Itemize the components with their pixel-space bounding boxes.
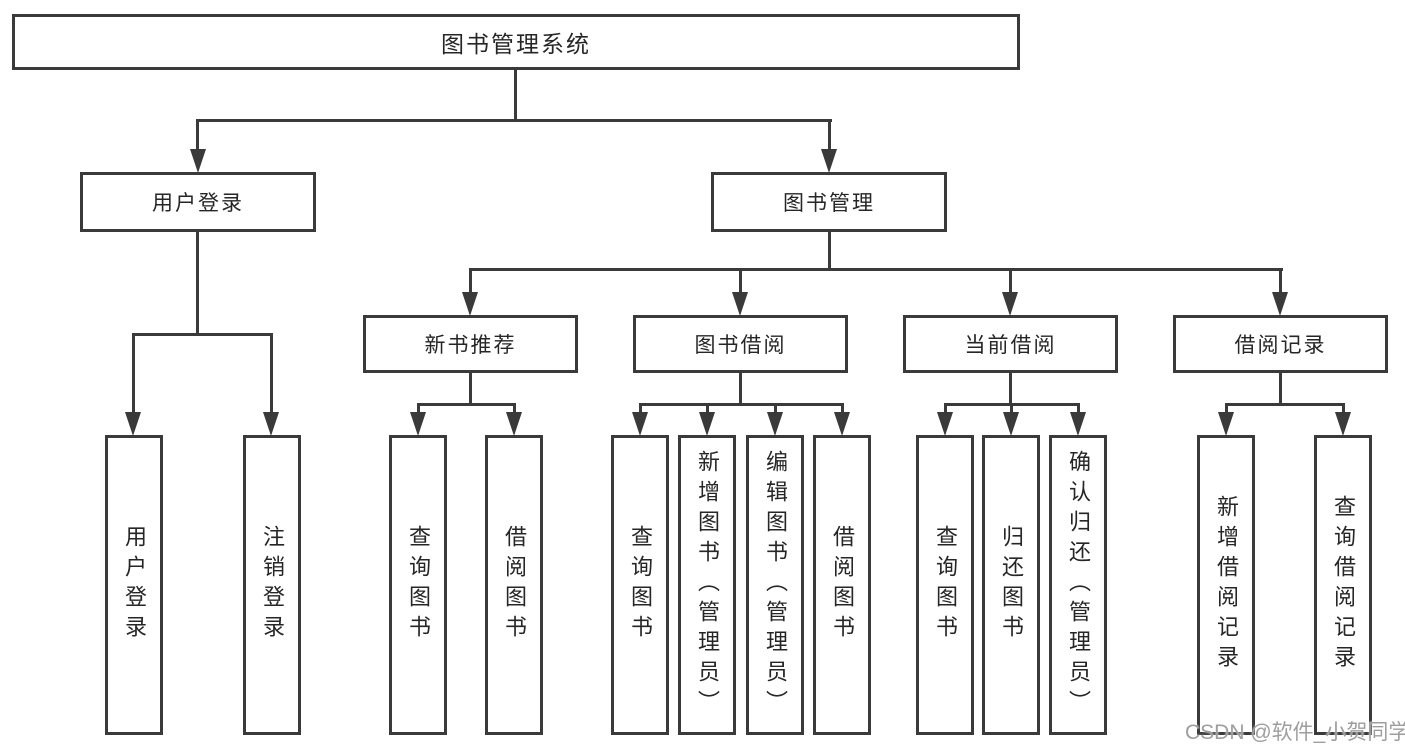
arrow-down-icon (125, 412, 141, 436)
node-user-login: 用户登录 (80, 172, 316, 232)
node-book-management-label: 图书管理 (783, 192, 875, 215)
node-confirm-return-admin: 确认归还（管理员） (1049, 435, 1107, 735)
arrow-down-icon (1218, 412, 1234, 436)
node-book-management: 图书管理 (711, 172, 947, 232)
node-return-books: 归还图书 (982, 435, 1040, 735)
arrow-down-icon (1003, 412, 1019, 436)
connector-stub (514, 70, 517, 122)
node-borrowing-records: 借阅记录 (1173, 315, 1388, 373)
connector-drop (469, 268, 472, 294)
arrow-down-icon (937, 412, 953, 436)
node-library-system: 图书管理系统 (12, 14, 1020, 70)
node-new-book-recommendation: 新书推荐 (363, 315, 578, 373)
node-borrowing-records-label: 借阅记录 (1234, 334, 1327, 357)
arrow-down-icon (462, 292, 478, 316)
node-edit-books-admin-label: 编辑图书（管理员） (763, 450, 788, 720)
connector-bus (1225, 403, 1345, 406)
connector-stub (1009, 373, 1012, 406)
arrow-down-icon (410, 412, 426, 436)
connector-drop (1225, 403, 1228, 415)
node-add-borrow-record-label: 新增借阅记录 (1214, 495, 1239, 675)
connector-drop (944, 403, 947, 415)
connector-stub (828, 232, 831, 271)
node-current-borrowing-label: 当前借阅 (964, 334, 1057, 357)
node-query-borrow-record-label: 查询借阅记录 (1331, 495, 1356, 675)
node-edit-books-admin: 编辑图书（管理员） (746, 435, 804, 735)
connector-stub (739, 373, 742, 406)
node-borrow-books-leaf-label: 借阅图书 (830, 525, 855, 645)
connector-drop (513, 403, 516, 415)
connector-drop (132, 333, 135, 413)
connector-drop (270, 333, 273, 413)
arrow-down-icon (263, 412, 279, 436)
node-borrow-books-recommend-label: 借阅图书 (502, 525, 527, 645)
csdn-watermark: CSDN @软件_小贺同学 (1185, 721, 1405, 744)
node-query-books-recommend-label: 查询图书 (406, 525, 431, 645)
node-query-books-borrowing-label: 查询图书 (628, 525, 653, 645)
node-library-system-label: 图书管理系统 (441, 31, 591, 57)
connector-bus (469, 268, 1283, 271)
connector-drop (639, 403, 642, 415)
node-book-borrowing: 图书借阅 (633, 315, 848, 373)
node-confirm-return-admin-label: 确认归还（管理员） (1066, 450, 1091, 720)
node-add-books-admin: 新增图书（管理员） (678, 435, 736, 735)
connector-bus (196, 119, 832, 122)
arrow-down-icon (732, 292, 748, 316)
connector-drop (196, 119, 199, 152)
arrow-down-icon (821, 149, 837, 173)
connector-bus (639, 403, 844, 406)
arrow-down-icon (1335, 412, 1351, 436)
node-query-books-current: 查询图书 (916, 435, 974, 735)
connector-drop (706, 403, 709, 415)
arrow-down-icon (834, 412, 850, 436)
connector-stub (1279, 373, 1282, 406)
node-logout-leaf: 注销登录 (243, 435, 301, 735)
connector-drop (1010, 403, 1013, 415)
connector-drop (417, 403, 420, 415)
node-user-login-leaf-label: 用户登录 (122, 525, 147, 645)
arrow-down-icon (632, 412, 648, 436)
arrow-down-icon (767, 412, 783, 436)
arrow-down-icon (1002, 292, 1018, 316)
connector-drop (1077, 403, 1080, 415)
node-borrow-books-leaf: 借阅图书 (813, 435, 871, 735)
connector-drop (1342, 403, 1345, 415)
node-user-login-leaf: 用户登录 (105, 435, 163, 735)
node-user-login-label: 用户登录 (152, 192, 244, 215)
arrow-down-icon (190, 149, 206, 173)
connector-drop (841, 403, 844, 415)
node-return-books-label: 归还图书 (999, 525, 1024, 645)
node-add-borrow-record: 新增借阅记录 (1197, 435, 1255, 735)
node-query-books-current-label: 查询图书 (933, 525, 958, 645)
connector-drop (1279, 268, 1282, 294)
arrow-down-icon (1070, 412, 1086, 436)
node-current-borrowing: 当前借阅 (903, 315, 1118, 373)
node-new-book-recommendation-label: 新书推荐 (424, 334, 517, 357)
connector-stub (469, 373, 472, 406)
arrow-down-icon (699, 412, 715, 436)
connector-drop (828, 119, 831, 152)
arrow-down-icon (506, 412, 522, 436)
node-logout-leaf-label: 注销登录 (260, 525, 285, 645)
node-book-borrowing-label: 图书借阅 (694, 334, 787, 357)
node-query-books-recommend: 查询图书 (389, 435, 447, 735)
connector-bus (417, 403, 516, 406)
connector-drop (774, 403, 777, 415)
connector-stub (196, 232, 199, 336)
node-borrow-books-recommend: 借阅图书 (485, 435, 543, 735)
arrow-down-icon (1272, 292, 1288, 316)
connector-drop (739, 268, 742, 294)
connector-drop (1009, 268, 1012, 294)
connector-bus (132, 333, 273, 336)
node-query-borrow-record: 查询借阅记录 (1314, 435, 1372, 735)
node-add-books-admin-label: 新增图书（管理员） (695, 450, 720, 720)
node-query-books-borrowing: 查询图书 (611, 435, 669, 735)
